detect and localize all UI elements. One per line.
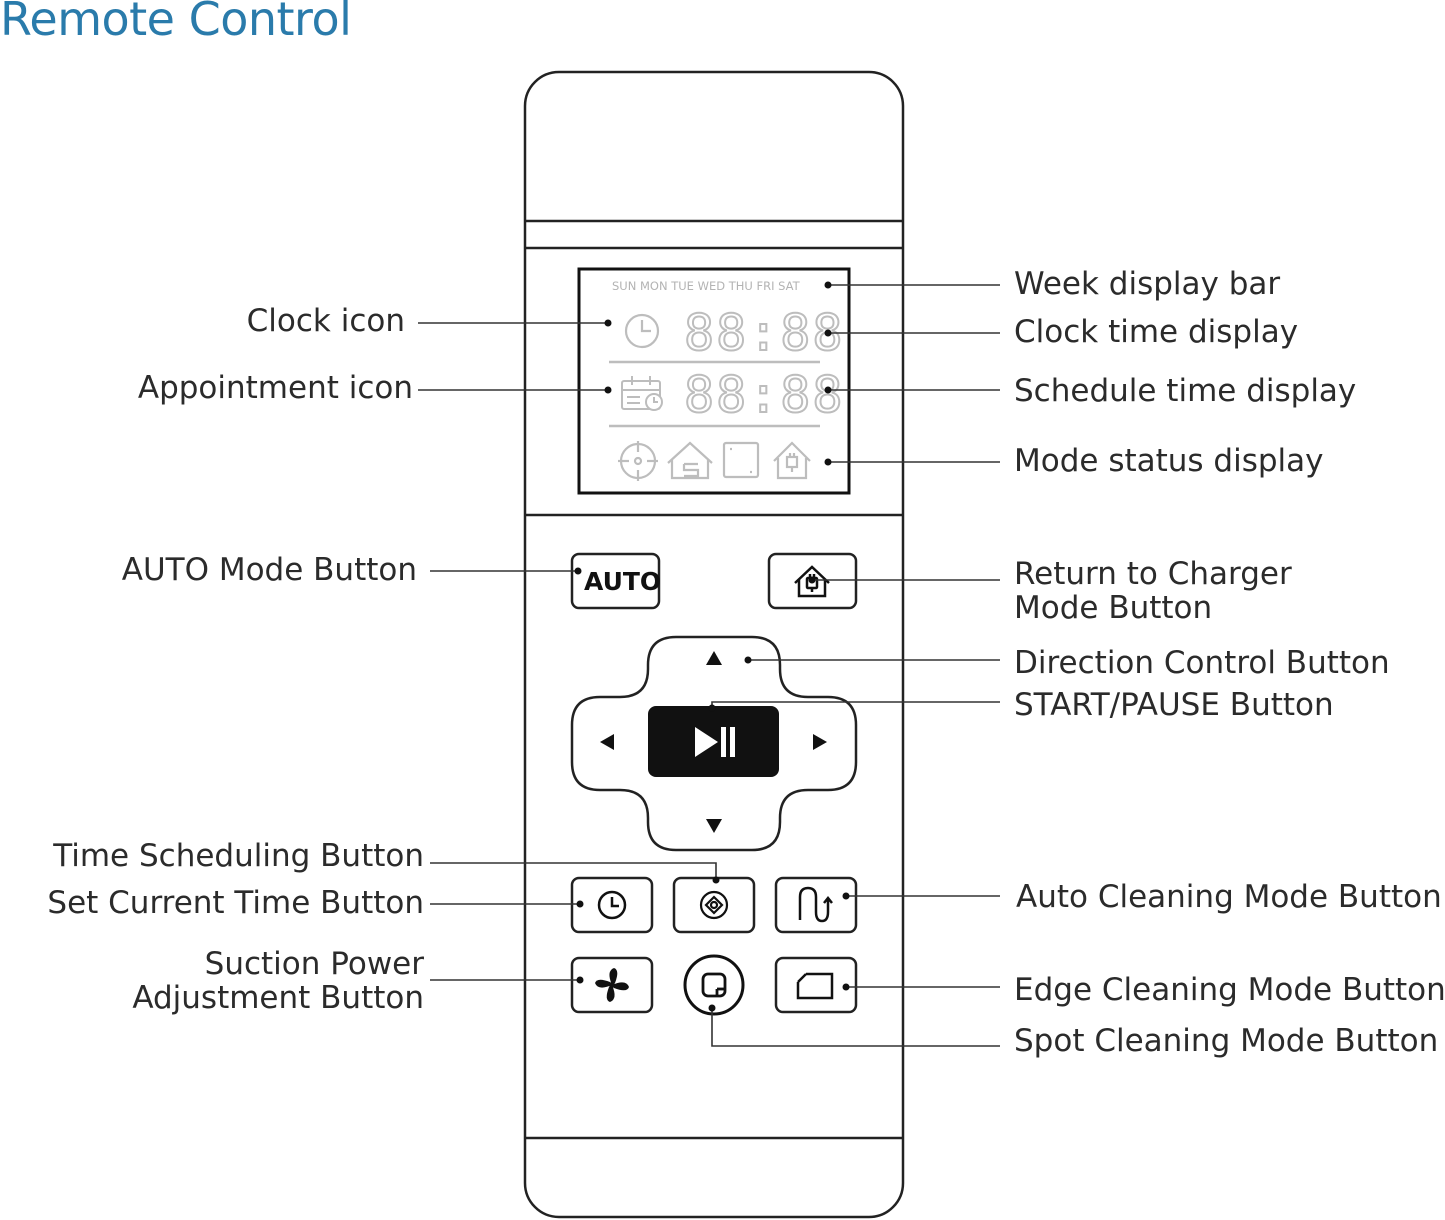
- label-edge-cleaning-mode-button: Edge Cleaning Mode Button: [1014, 972, 1445, 1008]
- arrow-down-icon[interactable]: [706, 819, 722, 833]
- home-charge-icon: [794, 565, 830, 598]
- label-spot-cleaning-mode-button: Spot Cleaning Mode Button: [1014, 1023, 1439, 1059]
- page-title: Remote Control: [0, 0, 352, 46]
- label-auto-cleaning-mode-button: Auto Cleaning Mode Button: [1016, 879, 1442, 915]
- edge-cleaning-mode-button[interactable]: [774, 956, 858, 1014]
- label-suction-power-button: Suction Power Adjustment Button: [132, 946, 424, 1016]
- edge-mode-status-icon: [722, 441, 760, 479]
- label-clock-time-display: Clock time display: [1014, 314, 1299, 350]
- week-display-bar: SUN MON TUE WED THU FRI SAT: [612, 279, 801, 293]
- schedule-icon: [699, 890, 729, 920]
- schedule-time-display: 88:88: [684, 366, 845, 424]
- time-scheduling-button[interactable]: [672, 876, 756, 934]
- auto-mode-status-icon: [667, 441, 713, 480]
- clock-icon: [597, 890, 627, 920]
- arrow-left-icon[interactable]: [600, 734, 614, 750]
- label-start-pause-button: START/PAUSE Button: [1014, 687, 1334, 723]
- arrow-up-icon[interactable]: [706, 651, 722, 665]
- label-return-to-charger-button: Return to Charger Mode Button: [1014, 556, 1292, 626]
- remote-body: [523, 70, 905, 1219]
- clock-time-display: 88:88: [684, 304, 845, 362]
- set-current-time-button[interactable]: [570, 876, 654, 934]
- start-pause-button[interactable]: [648, 706, 779, 777]
- leader-dots: [574, 281, 850, 1012]
- label-mode-status-display: Mode status display: [1014, 443, 1324, 479]
- appointment-icon: [621, 376, 663, 411]
- mode-status-display: [618, 441, 811, 481]
- auto-mode-button[interactable]: AUTO: [570, 552, 661, 610]
- clock-icon: [624, 313, 660, 349]
- label-clock-icon: Clock icon: [246, 303, 405, 339]
- charge-mode-status-icon: [773, 441, 811, 480]
- label-schedule-time-display: Schedule time display: [1014, 373, 1357, 409]
- spot-icon: [701, 972, 727, 998]
- label-week-display-bar: Week display bar: [1014, 266, 1281, 302]
- spot-cleaning-mode-button[interactable]: [683, 954, 745, 1016]
- fan-icon: [595, 968, 629, 1002]
- lcd-screen: SUN MON TUE WED THU FRI SAT 88:88 88:88: [577, 267, 851, 495]
- play-pause-icon: [695, 727, 735, 757]
- zigzag-path-icon: [798, 886, 833, 923]
- suction-power-button[interactable]: [570, 956, 654, 1014]
- auto-button-label: AUTO: [584, 567, 661, 596]
- label-auto-mode-button: AUTO Mode Button: [121, 552, 417, 588]
- label-appointment-icon: Appointment icon: [137, 370, 413, 406]
- auto-cleaning-mode-button[interactable]: [774, 876, 858, 934]
- label-time-scheduling-button: Time Scheduling Button: [53, 838, 424, 874]
- spot-mode-status-icon: [618, 441, 658, 481]
- label-set-current-time-button: Set Current Time Button: [47, 885, 424, 921]
- edge-icon: [796, 972, 834, 1000]
- arrow-right-icon[interactable]: [813, 734, 827, 750]
- label-direction-control-button: Direction Control Button: [1014, 645, 1390, 681]
